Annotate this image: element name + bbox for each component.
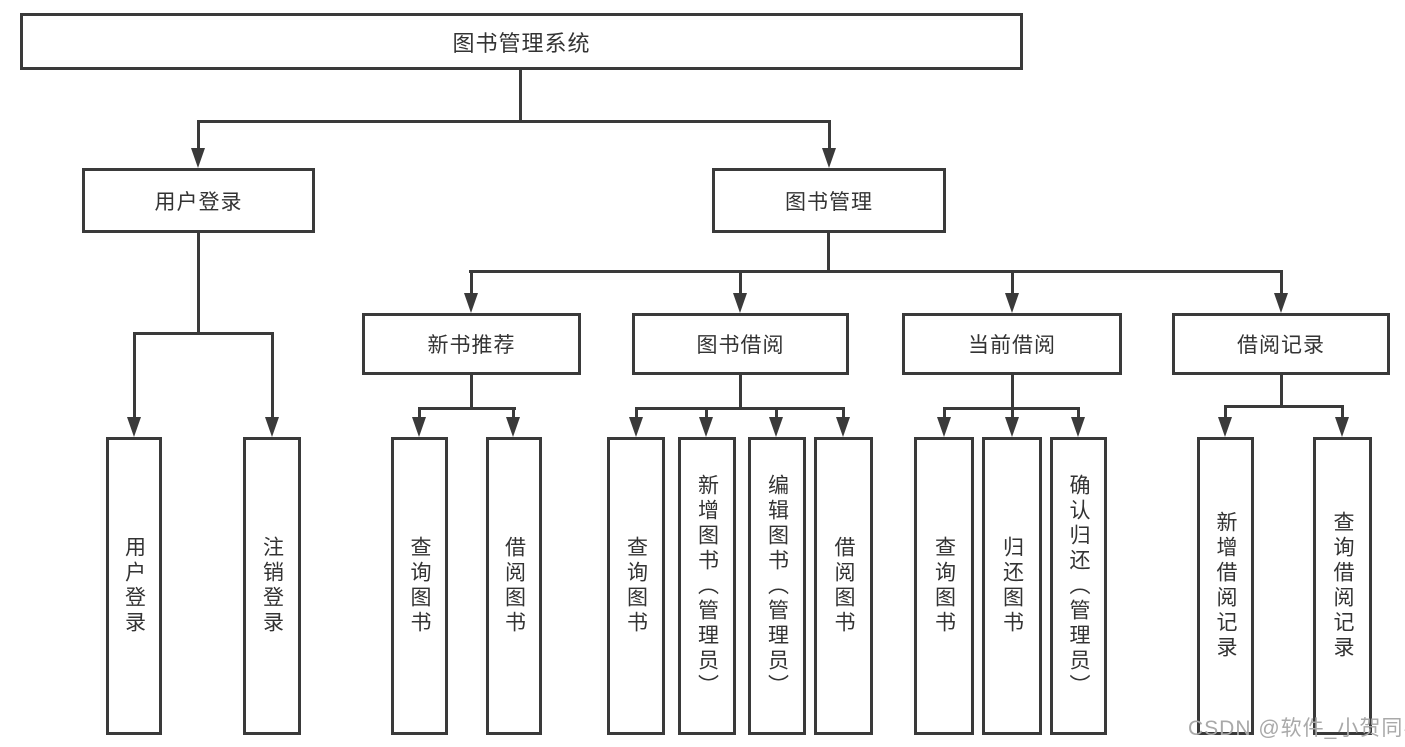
arrow-down-icon: [937, 417, 951, 437]
leaf-label: 查询图书: [624, 536, 648, 636]
connector-vline: [519, 70, 522, 120]
leaf-record-query: 查询借阅记录: [1313, 437, 1372, 735]
connector-hline: [197, 120, 831, 123]
leaf-current-confirm-admin: 确认归还（管理员）: [1050, 437, 1107, 735]
arrow-down-icon: [1335, 417, 1349, 437]
arrow-down-icon: [1071, 417, 1085, 437]
arrow-down-icon: [629, 417, 643, 437]
arrow-down-icon: [1218, 417, 1232, 437]
leaf-label: 查询借阅记录: [1331, 511, 1354, 661]
connector-hline: [635, 407, 845, 410]
connector-vline: [197, 123, 200, 149]
leaf-user-login: 用户登录: [106, 437, 162, 735]
arrow-down-icon: [822, 148, 836, 168]
connector-vline: [271, 335, 274, 417]
connector-hline: [418, 407, 516, 410]
connector-vline: [1011, 375, 1014, 407]
arrow-down-icon: [1005, 293, 1019, 313]
arrow-down-icon: [836, 417, 850, 437]
leaf-record-add: 新增借阅记录: [1197, 437, 1254, 735]
arrow-down-icon: [412, 417, 426, 437]
connector-vline: [775, 410, 778, 417]
connector-vline: [197, 233, 200, 332]
arrow-down-icon: [1005, 417, 1019, 437]
node-book-borrow: 图书借阅: [632, 313, 849, 375]
node-current-borrow: 当前借阅: [902, 313, 1122, 375]
leaf-label: 查询图书: [932, 536, 956, 636]
connector-vline: [1341, 408, 1344, 417]
connector-vline: [943, 410, 946, 417]
leaf-label: 注销登录: [260, 536, 284, 636]
connector-vline: [1280, 375, 1283, 405]
node-root: 图书管理系统: [20, 13, 1023, 70]
node-book-management: 图书管理: [712, 168, 946, 233]
connector-vline: [1011, 273, 1014, 293]
connector-vline: [418, 410, 421, 417]
leaf-label: 借阅图书: [502, 536, 526, 636]
arrow-down-icon: [265, 417, 279, 437]
leaf-label: 新增图书（管理员）: [695, 473, 719, 699]
connector-hline: [1224, 405, 1344, 408]
connector-vline: [828, 123, 831, 149]
connector-vline: [635, 410, 638, 417]
node-user-login: 用户登录: [82, 168, 315, 233]
leaf-newbook-query: 查询图书: [391, 437, 448, 735]
connector-vline: [470, 273, 473, 293]
leaf-label: 确认归还（管理员）: [1067, 473, 1090, 699]
node-borrow-records: 借阅记录: [1172, 313, 1390, 375]
leaf-borrow-add-admin: 新增图书（管理员）: [678, 437, 736, 735]
leaf-borrow-edit-admin: 编辑图书（管理员）: [748, 437, 806, 735]
connector-vline: [470, 375, 473, 407]
leaf-label: 编辑图书（管理员）: [765, 473, 789, 699]
node-new-book-recommend: 新书推荐: [362, 313, 581, 375]
connector-vline: [1224, 408, 1227, 417]
leaf-label: 归还图书: [1000, 536, 1024, 636]
watermark-text: CSDN @软件_小贺同学: [1188, 717, 1405, 740]
connector-hline: [469, 270, 1283, 273]
leaf-borrow-book: 借阅图书: [814, 437, 873, 735]
leaf-borrow-query: 查询图书: [607, 437, 665, 735]
leaf-label: 用户登录: [122, 536, 146, 636]
leaf-label: 查询图书: [408, 536, 431, 636]
connector-vline: [842, 410, 845, 417]
arrow-down-icon: [769, 417, 783, 437]
leaf-current-return: 归还图书: [982, 437, 1042, 735]
arrow-down-icon: [1274, 293, 1288, 313]
leaf-label: 新增借阅记录: [1214, 511, 1237, 661]
arrow-down-icon: [506, 417, 520, 437]
connector-vline: [133, 335, 136, 417]
connector-hline: [133, 332, 274, 335]
connector-hline: [943, 407, 1080, 410]
leaf-label: 借阅图书: [832, 536, 855, 636]
connector-vline: [1280, 273, 1283, 293]
connector-vline: [512, 410, 515, 417]
arrow-down-icon: [699, 417, 713, 437]
connector-vline: [1077, 410, 1080, 417]
arrow-down-icon: [191, 148, 205, 168]
arrow-down-icon: [464, 293, 478, 313]
connector-vline: [1011, 410, 1014, 417]
connector-vline: [739, 375, 742, 407]
leaf-current-query: 查询图书: [914, 437, 974, 735]
arrow-down-icon: [127, 417, 141, 437]
connector-vline: [705, 410, 708, 417]
connector-vline: [827, 233, 830, 270]
leaf-newbook-borrow: 借阅图书: [486, 437, 542, 735]
arrow-down-icon: [733, 293, 747, 313]
connector-vline: [739, 273, 742, 293]
leaf-logout: 注销登录: [243, 437, 301, 735]
